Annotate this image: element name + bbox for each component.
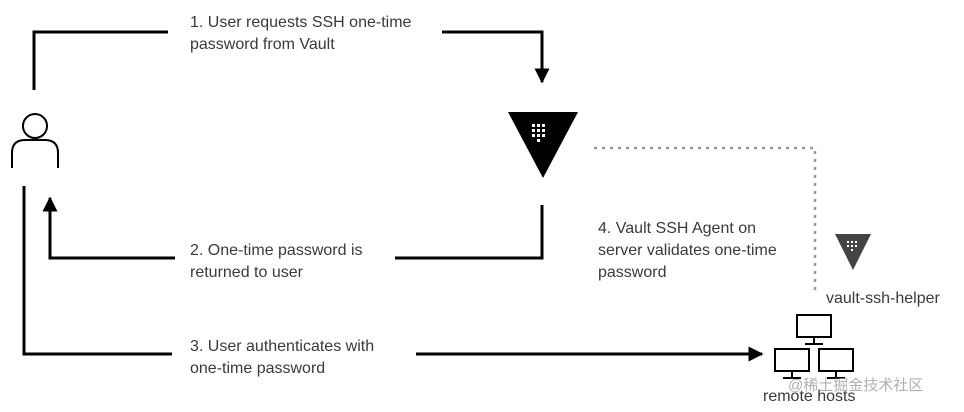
dotted-link-vault-helper — [594, 146, 817, 292]
step1-line1: 1. User requests SSH one-time — [190, 14, 412, 31]
step4-label: 4. Vault SSH Agent on server validates o… — [598, 218, 777, 284]
step1-label: 1. User requests SSH one-time password f… — [190, 12, 411, 56]
step2-line1: 2. One-time password is — [190, 242, 363, 259]
step2-label: 2. One-time password is returned to user — [190, 240, 363, 284]
step4-line2: server validates one-time — [598, 242, 777, 259]
arrow-step1 — [32, 30, 550, 90]
helper-label: vault-ssh-helper — [826, 290, 940, 307]
remote-hosts-label: remote hosts — [763, 388, 856, 405]
arrow-step2 — [42, 196, 544, 260]
step2-line2: returned to user — [190, 264, 303, 281]
helper-vault-logo-icon — [835, 234, 871, 270]
step4-line1: 4. Vault SSH Agent on — [598, 220, 757, 237]
step3-line2: one-time password — [190, 360, 326, 377]
step4-line3: password — [598, 264, 667, 281]
user-icon — [11, 113, 59, 168]
computer-monitors-icon — [774, 314, 854, 379]
vault-logo-icon — [508, 112, 578, 178]
arrow-step3 — [22, 186, 764, 362]
step3-label: 3. User authenticates with one-time pass… — [190, 336, 374, 380]
watermark-text: @稀土掘金技术社区 — [788, 377, 924, 394]
step3-line1: 3. User authenticates with — [190, 338, 375, 355]
step1-line2: password from Vault — [190, 36, 335, 53]
